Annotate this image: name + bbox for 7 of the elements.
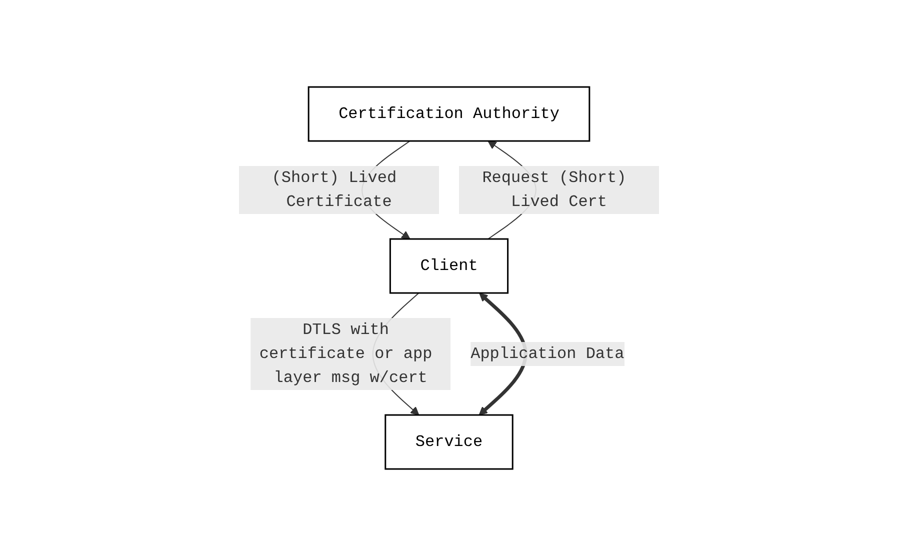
node-box: Certification Authority	[307, 86, 590, 142]
edge-label: (Short) Lived Certificate	[271, 169, 396, 211]
node-box: Service	[384, 414, 513, 470]
edge-label: Application Data	[470, 345, 624, 363]
node-box: Client	[388, 238, 508, 294]
edge-label: Request (Short) Lived Cert	[482, 169, 626, 211]
edge-label: DTLS with certificate or app layer msg w/cert	[258, 321, 432, 387]
